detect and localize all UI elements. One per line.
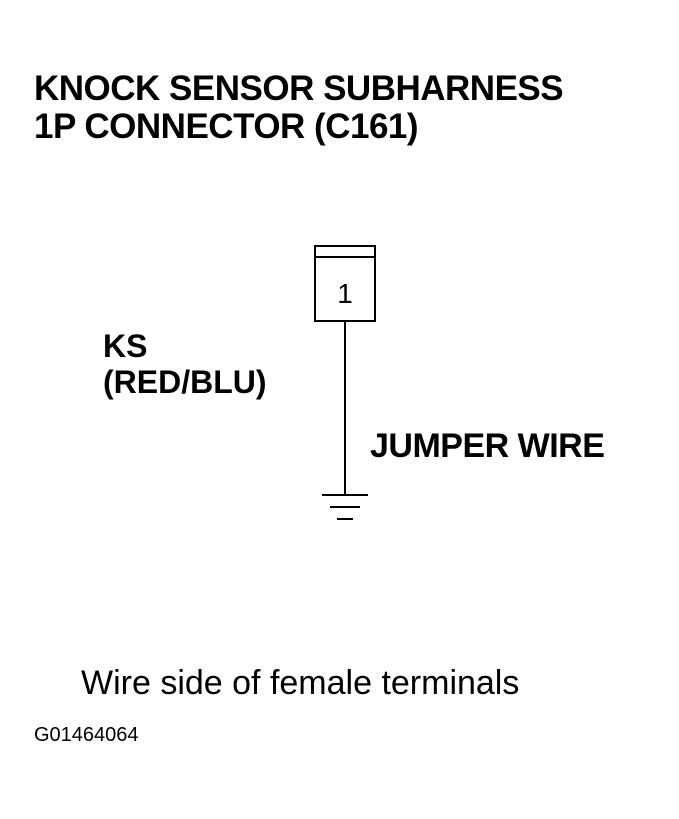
- title-line-2: 1P CONNECTOR (C161): [34, 107, 419, 146]
- wire-color: (RED/BLU): [103, 364, 267, 400]
- wire-signal: KS: [103, 328, 148, 364]
- diagram-caption: Wire side of female terminals: [81, 664, 520, 702]
- diagram-title: KNOCK SENSOR SUBHARNESS 1P CONNECTOR (C1…: [34, 69, 564, 146]
- wire-label: KS (RED/BLU): [103, 328, 267, 400]
- ground-icon: [322, 494, 368, 520]
- title-line-1: KNOCK SENSOR SUBHARNESS: [34, 69, 564, 108]
- figure-id: G01464064: [34, 724, 139, 746]
- jumper-wire-label: JUMPER WIRE: [370, 427, 605, 465]
- connector-1p: 1: [314, 245, 376, 322]
- pin-number: 1: [337, 278, 353, 309]
